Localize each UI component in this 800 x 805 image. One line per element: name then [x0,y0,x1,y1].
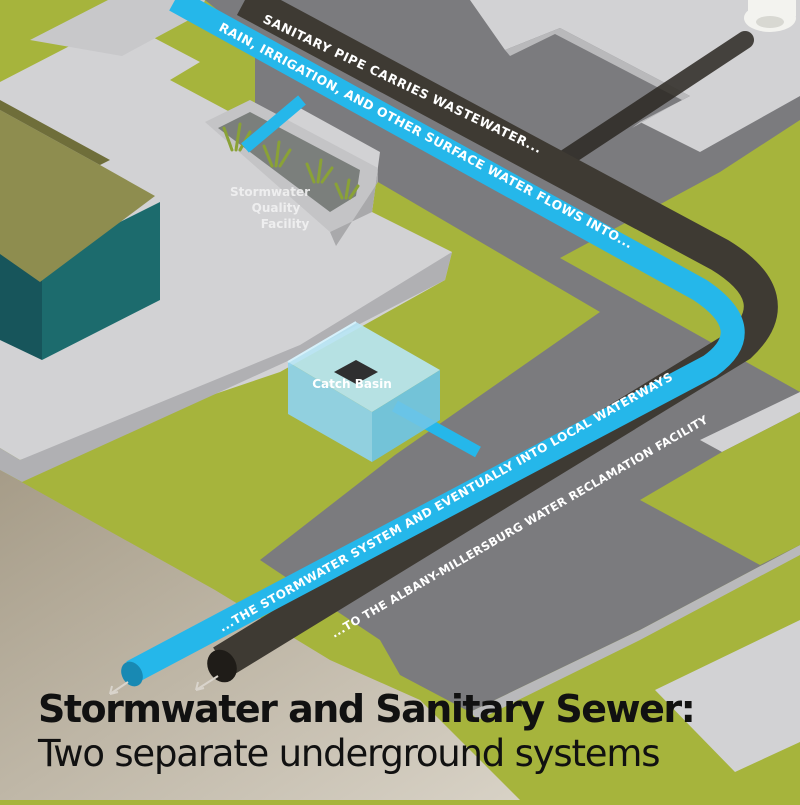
catch-basin [287,321,440,462]
plants-icon [222,122,360,200]
title-block: Stormwater and Sanitary Sewer: Two separ… [38,686,778,776]
facility-label-line1: Stormwater [230,185,310,199]
sidewalk-lower [655,620,800,772]
sidewalk-right-edge [700,392,800,452]
stormwater-pipe [109,0,745,695]
house [0,100,160,360]
sidewalk-corner-curb [0,252,452,482]
sanitary-pipe [195,0,778,691]
curb-lower [470,545,800,720]
facility-label-line3: Facility [261,217,310,231]
catch-basin-label: Catch Basin [312,377,392,391]
facility-label: Stormwater Quality Facility [230,185,310,231]
toilet-icon [744,0,796,32]
page-subtitle: Two separate underground systems [38,732,660,775]
sidewalk-upper [470,0,800,152]
sidewalk-corner [0,20,452,460]
page-title: Stormwater and Sanitary Sewer: [38,687,696,731]
lawn-right [640,412,800,565]
sidewalk-top-left [30,0,205,56]
street [205,0,800,712]
facility-label-line2: Quality [252,201,301,215]
sidewalk-upper-curb [505,28,690,128]
